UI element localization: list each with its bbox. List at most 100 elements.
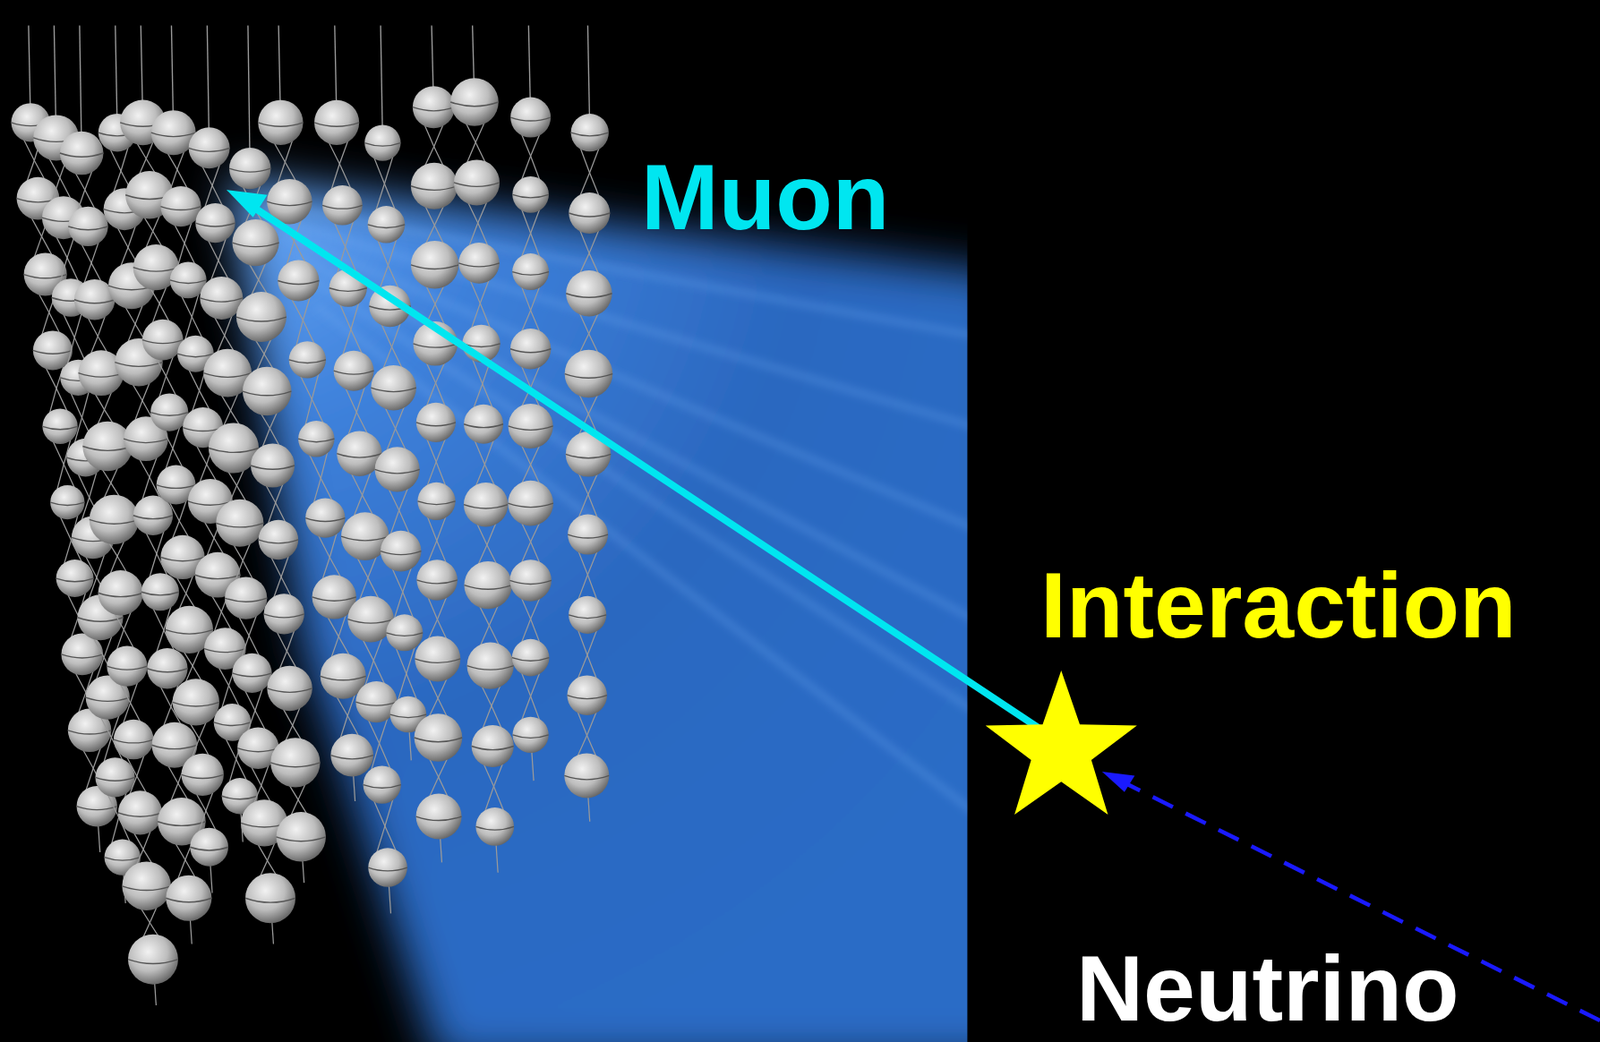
- module-equator: [375, 469, 420, 473]
- module-equator: [133, 267, 180, 272]
- module-sphere: [113, 719, 155, 761]
- module-sphere: [458, 242, 500, 284]
- module-equator: [305, 518, 345, 522]
- module-sphere: [275, 812, 326, 863]
- module-equator: [509, 580, 552, 584]
- module-equator: [363, 785, 402, 789]
- module-equator: [414, 658, 461, 663]
- module-equator: [463, 504, 508, 509]
- module-equator: [94, 777, 135, 781]
- module-equator: [567, 534, 608, 539]
- module-equator: [333, 370, 375, 375]
- module-sphere: [150, 393, 189, 431]
- module-equator: [59, 153, 104, 157]
- string: [564, 25, 613, 822]
- module-equator: [512, 272, 549, 276]
- module-equator: [104, 857, 141, 862]
- module-equator: [24, 274, 68, 279]
- module-equator: [181, 774, 224, 779]
- module-equator: [165, 629, 214, 634]
- module-equator: [416, 580, 457, 584]
- module-equator: [565, 453, 611, 458]
- optical-module: [59, 131, 104, 176]
- optical-module: [463, 404, 504, 445]
- module-equator: [106, 666, 147, 670]
- module-equator: [160, 206, 201, 211]
- optical-module: [229, 147, 271, 189]
- module-sphere: [68, 206, 108, 247]
- optical-module: [106, 646, 147, 687]
- module-sphere: [475, 807, 514, 847]
- optical-module: [364, 124, 401, 161]
- module-equator: [151, 132, 197, 137]
- module-sphere: [510, 97, 551, 138]
- module-equator: [312, 597, 357, 601]
- optical-module: [165, 875, 212, 922]
- module-equator: [82, 446, 133, 452]
- module-sphere: [106, 646, 147, 687]
- optical-module: [410, 162, 458, 210]
- module-equator: [463, 585, 512, 591]
- module-sphere: [416, 794, 463, 840]
- module-equator: [410, 186, 458, 191]
- optical-module: [367, 205, 405, 243]
- module-equator: [512, 194, 549, 198]
- optical-module: [142, 319, 184, 361]
- module-equator: [566, 695, 608, 700]
- module-sphere: [571, 113, 609, 152]
- optical-module: [467, 641, 514, 689]
- module-sphere: [567, 514, 608, 556]
- module-equator: [417, 501, 455, 505]
- module-equator: [150, 412, 189, 417]
- module-sphere: [512, 639, 550, 677]
- module-sphere: [380, 530, 422, 573]
- module-equator: [289, 359, 326, 364]
- module-equator: [165, 898, 212, 902]
- module-equator: [146, 668, 188, 673]
- module-equator: [320, 675, 367, 680]
- module-equator: [56, 578, 95, 582]
- muon-label: Muon: [641, 150, 890, 244]
- optical-module: [215, 499, 264, 548]
- optical-module: [50, 485, 85, 520]
- optical-module: [463, 482, 508, 527]
- interaction-star: [985, 670, 1138, 815]
- optical-module: [380, 530, 422, 573]
- module-equator: [60, 654, 103, 659]
- optical-module: [277, 259, 319, 301]
- neutrino-label: Neutrino: [1076, 941, 1460, 1036]
- module-sphere: [94, 757, 135, 797]
- optical-module: [414, 713, 463, 762]
- module-sphere: [270, 737, 320, 788]
- module-equator: [322, 205, 363, 209]
- optical-module: [231, 219, 279, 266]
- module-sphere: [199, 276, 243, 320]
- optical-module: [275, 812, 326, 863]
- optical-module: [568, 192, 610, 234]
- module-sphere: [142, 319, 184, 361]
- module-equator: [512, 658, 550, 662]
- module-equator: [74, 299, 115, 304]
- module-equator: [118, 812, 163, 817]
- module-equator: [208, 447, 259, 453]
- module-equator: [50, 502, 85, 505]
- optical-module: [298, 420, 334, 457]
- module-sphere: [128, 934, 179, 985]
- optical-module: [128, 934, 179, 985]
- optical-module: [417, 482, 455, 521]
- light-streaks: [265, 204, 967, 817]
- module-equator: [160, 556, 205, 561]
- module-equator: [85, 697, 130, 702]
- module-equator: [133, 515, 173, 520]
- module-equator: [172, 701, 220, 707]
- module-equator: [507, 503, 554, 507]
- optical-module: [508, 403, 554, 449]
- module-equator: [204, 649, 247, 653]
- optical-module: [195, 203, 235, 243]
- module-sphere: [231, 653, 272, 694]
- module-sphere: [50, 485, 85, 520]
- optical-module: [385, 614, 423, 651]
- optical-module: [416, 402, 456, 443]
- optical-module: [512, 176, 549, 214]
- module-equator: [42, 426, 78, 429]
